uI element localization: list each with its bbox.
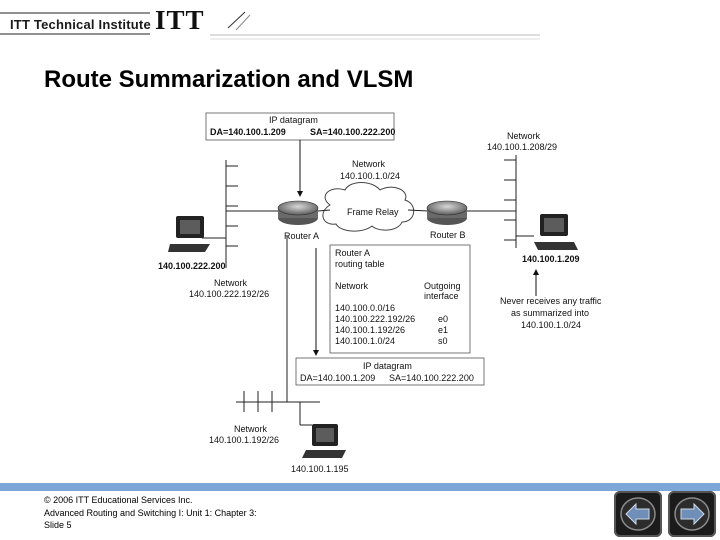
- right-host-address: 140.100.1.209: [522, 254, 580, 264]
- note-line-2: as summarized into: [511, 308, 589, 318]
- previous-slide-button[interactable]: [614, 491, 662, 537]
- bottom-host-address: 140.100.1.195: [291, 464, 349, 474]
- right-host-computer-icon: [534, 214, 578, 250]
- router-a-label: Router A: [284, 231, 319, 241]
- right-network-label: Network: [507, 131, 541, 141]
- routing-table-row-network: 140.100.1.0/24: [335, 336, 395, 346]
- arrow-right-icon: [674, 497, 710, 531]
- left-host-address: 140.100.222.200: [158, 261, 226, 271]
- itt-logo: ITT: [155, 5, 205, 35]
- footer-slide-number: Slide 5: [44, 520, 72, 530]
- routing-table-col-interface-2: interface: [424, 291, 459, 301]
- routing-table-title-1: Router A: [335, 248, 370, 258]
- bottom-ethernet-segment: [236, 391, 320, 426]
- header-decoration: [0, 11, 540, 40]
- slide-header: ITT Technical Institute ITT: [0, 0, 720, 46]
- next-slide-button[interactable]: [668, 491, 716, 537]
- arrow-left-icon: [620, 497, 656, 531]
- routing-table-row-network: 140.100.222.192/26: [335, 314, 415, 324]
- bottom-network-label: Network: [234, 424, 268, 434]
- routing-table-row-interface: e0: [438, 314, 448, 324]
- left-host-computer-icon: [168, 216, 210, 252]
- right-network-value: 140.100.1.208/29: [487, 142, 557, 152]
- routing-table-row-network: 140.100.0.0/16: [335, 303, 395, 313]
- slide-title: Route Summarization and VLSM: [44, 66, 414, 93]
- bottom-datagram-label: IP datagram: [363, 361, 412, 371]
- routing-table-title-2: routing table: [335, 259, 385, 269]
- frame-relay-network-label: Network: [352, 159, 386, 169]
- bottom-network-value: 140.100.1.192/26: [209, 435, 279, 445]
- routing-table-row-interface: s0: [438, 336, 448, 346]
- left-ethernet-segment: [202, 160, 278, 268]
- bottom-datagram-da: DA=140.100.1.209: [300, 373, 375, 383]
- routing-table-row-network: 140.100.1.192/26: [335, 325, 405, 335]
- left-network-value: 140.100.222.192/26: [189, 289, 269, 299]
- note-line-1: Never receives any traffic: [500, 296, 602, 306]
- left-network-label: Network: [214, 278, 248, 288]
- frame-relay-cloud: Frame Relay: [322, 182, 415, 232]
- bottom-host-computer-icon: [302, 424, 346, 458]
- routing-table-row-interface: e1: [438, 325, 448, 335]
- router-a-icon: [277, 200, 319, 225]
- frame-relay-label: Frame Relay: [347, 207, 399, 217]
- routing-table-col-network: Network: [335, 281, 369, 291]
- top-datagram-label: IP datagram: [269, 115, 318, 125]
- footer-text: © 2006 ITT Educational Services Inc. Adv…: [44, 494, 257, 532]
- top-ip-datagram: IP datagram DA=140.100.1.209 SA=140.100.…: [205, 112, 395, 141]
- footer-course: Advanced Routing and Switching I: Unit 1…: [44, 507, 257, 518]
- right-ethernet-segment: [467, 155, 534, 248]
- footer-band: [0, 483, 720, 491]
- note-line-3: 140.100.1.0/24: [521, 320, 581, 330]
- router-a-routing-table: Router A routing table Network Outgoing …: [329, 244, 471, 354]
- frame-relay-network-value: 140.100.1.0/24: [340, 171, 400, 181]
- footer-copyright: © 2006 ITT Educational Services Inc.: [44, 495, 193, 505]
- router-b-label: Router B: [430, 230, 466, 240]
- bottom-datagram-sa: SA=140.100.222.200: [389, 373, 474, 383]
- institute-name: ITT Technical Institute: [10, 17, 151, 32]
- router-b-icon: [426, 200, 468, 225]
- top-datagram-sa: SA=140.100.222.200: [310, 127, 395, 137]
- bottom-ip-datagram: IP datagram DA=140.100.1.209 SA=140.100.…: [295, 357, 485, 386]
- routing-table-col-interface-1: Outgoing: [424, 281, 461, 291]
- top-datagram-da: DA=140.100.1.209: [210, 127, 286, 137]
